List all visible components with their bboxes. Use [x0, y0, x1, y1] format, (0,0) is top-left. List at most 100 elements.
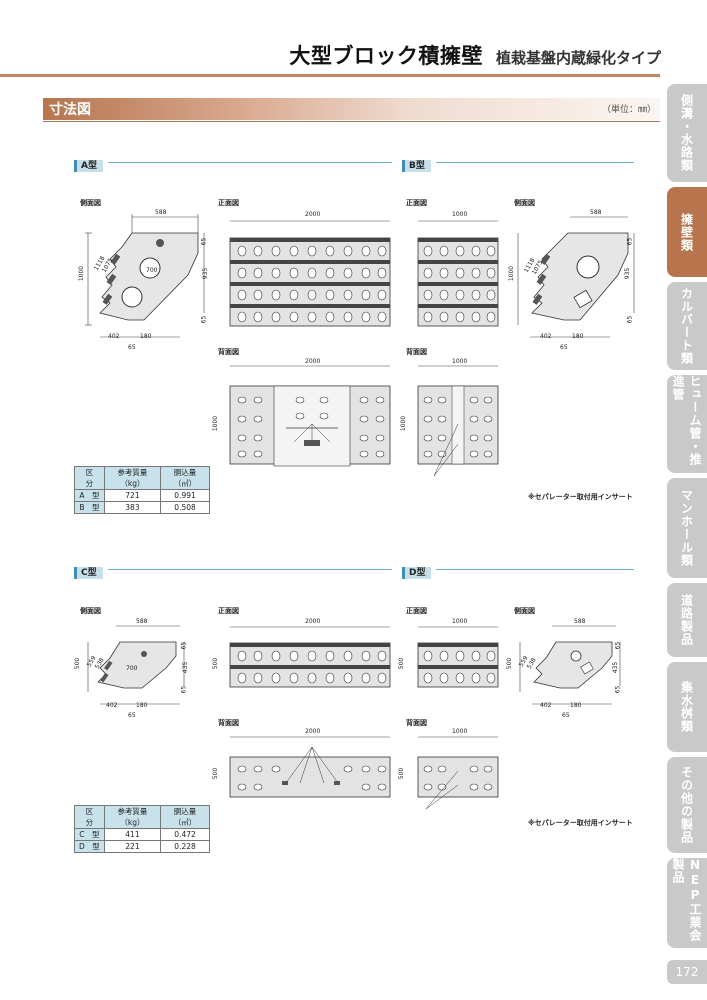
type-b-rule: [436, 162, 634, 163]
tab-label: ヒューム管・推進管: [671, 375, 702, 466]
a-side-view-drawing: [85, 214, 205, 338]
table-row: B 型 383 0.508: [74, 501, 210, 514]
tab-retaining-wall[interactable]: 擁壁類: [667, 187, 707, 277]
d-dim-65-base: 65: [562, 712, 570, 719]
d-front-dim-1000: 1000: [452, 618, 468, 625]
type-a-header: A型: [74, 160, 392, 172]
b-dim-402: 402: [540, 333, 552, 340]
tab-label: その他の製品: [679, 766, 694, 844]
section-title: 寸法図: [49, 102, 91, 118]
table-cell: D 型: [74, 840, 105, 853]
b-side-view-drawing: [517, 216, 635, 338]
tab-label: 集水桝類: [679, 681, 694, 733]
b-front-dim-1000: 1000: [452, 211, 468, 218]
type-d-header: D型: [402, 567, 634, 579]
b-back-view-drawing: [417, 365, 499, 477]
tab-nep[interactable]: NEP工業会製品: [667, 858, 707, 948]
table-cell: 0.508: [160, 501, 210, 514]
type-d-rule: [436, 569, 634, 570]
c-dim-65-top: 65: [180, 641, 188, 650]
tab-manhole[interactable]: マンホール類: [667, 478, 707, 578]
b-dim-1000: 1000: [508, 265, 516, 282]
c-dim-700: 700: [126, 665, 138, 672]
c-back-view-drawing: [229, 736, 391, 798]
tab-catch-basin[interactable]: 集水桝類: [667, 662, 707, 752]
b-dim-65-top: 65: [626, 237, 634, 246]
c-dim-588: 588: [136, 618, 148, 625]
table-cell: 0.228: [160, 840, 210, 853]
d-dim-500: 500: [506, 657, 514, 670]
d-front-dim-500: 500: [398, 657, 406, 670]
b-front-view-label: 正面図: [406, 199, 427, 207]
a-back-dim-1000: 1000: [212, 415, 220, 432]
type-a-tag: A型: [74, 160, 103, 172]
tab-label: NEP工業会製品: [671, 858, 702, 942]
table-row: D 型 221 0.228: [74, 840, 210, 853]
type-c-tag: C型: [74, 567, 103, 579]
tab-label: 側溝・水路類: [679, 94, 694, 172]
b-dim-180: 180: [572, 333, 584, 340]
d-front-view-drawing: [417, 626, 499, 688]
tab-other[interactable]: その他の製品: [667, 757, 707, 853]
a-back-view-drawing: [229, 365, 391, 467]
b-dim-65-base: 65: [560, 344, 568, 351]
col-header: 区 分: [74, 466, 105, 490]
c-front-view-drawing: [229, 626, 391, 688]
tab-hume-pipe[interactable]: ヒューム管・推進管: [667, 375, 707, 473]
table-cell: 383: [103, 501, 162, 514]
table-cell: C 型: [74, 828, 105, 841]
col-header: 参考質量（kg）: [103, 466, 162, 490]
c-front-dim-2000: 2000: [305, 618, 321, 625]
d-dim-65-bottom: 65: [614, 685, 622, 694]
a-front-view-label: 正面図: [218, 199, 239, 207]
c-dim-402: 402: [106, 702, 118, 709]
a-dim-65-base: 65: [128, 344, 136, 351]
table-cell: 0.991: [160, 489, 210, 502]
spec-table-cd: 区 分 参考質量（kg） 胴込量（㎥） C 型 411 0.472 D 型 22…: [74, 805, 210, 853]
type-b-header: B型: [402, 160, 634, 172]
tab-culvert[interactable]: カルバート類: [667, 282, 707, 370]
title-rule: [0, 74, 660, 77]
d-back-view-drawing: [417, 736, 499, 810]
d-back-dim-1000: 1000: [452, 728, 468, 735]
c-dim-180: 180: [136, 702, 148, 709]
b-front-view-drawing: [417, 220, 499, 327]
tab-road-products[interactable]: 道路製品: [667, 583, 707, 657]
type-b-tag: B型: [402, 160, 431, 172]
insert-note-top: ※セパレーター取付用インサート: [528, 493, 633, 501]
a-dim-935: 935: [202, 267, 210, 280]
a-dim-402: 402: [108, 333, 120, 340]
section-bar: 寸法図 （単位：㎜）: [43, 98, 660, 120]
page-title-main: 大型ブロック積擁壁: [289, 44, 483, 68]
c-dim-500: 500: [74, 657, 82, 670]
c-back-view-label: 背面図: [218, 719, 239, 727]
d-dim-435: 435: [612, 661, 620, 674]
table-header-row: 区 分 参考質量（kg） 胴込量（㎥）: [74, 466, 210, 490]
b-dim-588: 588: [590, 209, 602, 216]
table-cell: 411: [103, 828, 162, 841]
d-back-dim-500: 500: [398, 767, 406, 780]
tab-gutter[interactable]: 側溝・水路類: [667, 84, 707, 182]
type-a-rule: [108, 162, 392, 163]
a-front-dim-2000: 2000: [305, 211, 321, 218]
type-c-header: C型: [74, 567, 392, 579]
b-back-dim-1000: 1000: [452, 358, 468, 365]
b-back-view-label: 背面図: [406, 348, 427, 356]
a-dim-1000: 1000: [78, 265, 86, 282]
type-c-rule: [108, 569, 392, 570]
a-dim-180: 180: [140, 333, 152, 340]
tab-label: 擁壁類: [679, 212, 694, 252]
c-back-dim-500: 500: [212, 767, 220, 780]
d-front-view-label: 正面図: [406, 607, 427, 615]
a-back-dim-2000: 2000: [305, 358, 321, 365]
d-dim-402: 402: [540, 702, 552, 709]
c-side-view-drawing: [87, 625, 185, 705]
a-side-view-label: 側面図: [80, 199, 101, 207]
d-side-view-drawing: [519, 625, 621, 705]
col-header: 胴込量（㎥）: [160, 466, 210, 490]
table-row: A 型 721 0.991: [74, 489, 210, 502]
d-dim-180: 180: [570, 702, 582, 709]
type-d-tag: D型: [402, 567, 432, 579]
a-dim-700: 700: [146, 267, 158, 274]
col-header: 参考質量（kg）: [103, 805, 162, 829]
